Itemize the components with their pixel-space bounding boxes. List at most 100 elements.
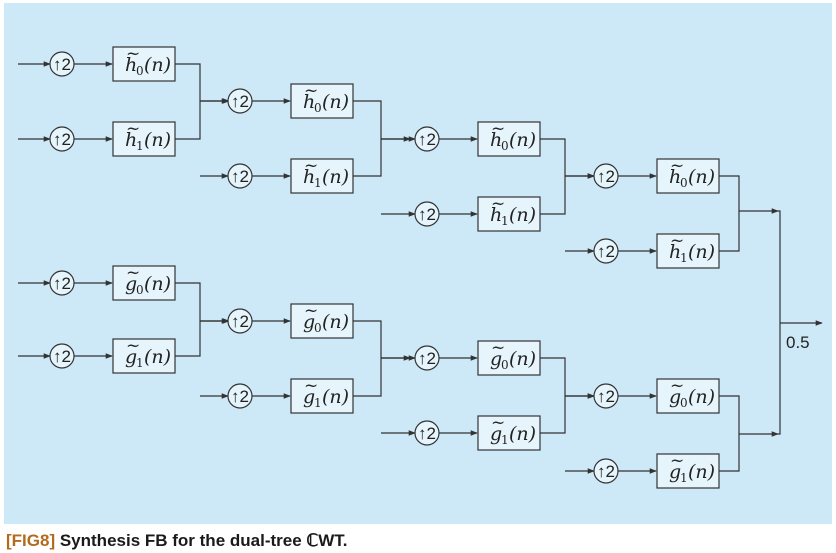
filter-subscript: 1 — [136, 356, 144, 370]
upsampler: ↑2 — [414, 126, 440, 152]
filter-argument: (n) — [322, 311, 349, 333]
filter-block-g1: g~1(n) — [290, 376, 354, 414]
upsampler: ↑2 — [49, 270, 75, 296]
upsampler-label: ↑2 — [231, 387, 249, 406]
filter-box — [477, 340, 541, 376]
upsampler-label: ↑2 — [418, 130, 436, 149]
upsampler-circle — [593, 238, 619, 264]
filter-symbol: g — [669, 386, 681, 408]
filter-block-g1: g~1(n) — [477, 413, 541, 451]
filter-argument: (n) — [322, 386, 349, 408]
output-gain: 0.5 — [786, 333, 810, 352]
upsampler-circle — [227, 383, 253, 409]
tilde-mark: ~ — [491, 338, 505, 358]
tilde-mark: ~ — [670, 451, 684, 471]
filter-box — [477, 196, 541, 232]
tilde-mark: ~ — [491, 119, 505, 139]
caption-text: Synthesis FB for the dual-tree ℂWT. — [59, 531, 348, 550]
upsampler-circle — [414, 126, 440, 152]
upsampler-label: ↑2 — [231, 167, 249, 186]
upsampler-circle — [593, 458, 619, 484]
filter-argument: (n) — [509, 348, 536, 370]
filter-argument: (n) — [322, 166, 349, 188]
tilde-mark: ~ — [670, 156, 684, 176]
upsampler: ↑2 — [593, 458, 619, 484]
upsampler-circle — [227, 88, 253, 114]
upsampler: ↑2 — [227, 163, 253, 189]
filter-argument: (n) — [322, 91, 349, 113]
upsampler: ↑2 — [593, 238, 619, 264]
filter-symbol: h — [490, 129, 502, 151]
filter-box — [112, 265, 176, 301]
filter-block-h1: h~1(n) — [656, 231, 720, 269]
filter-argument: (n) — [509, 423, 536, 445]
upsampler-label: ↑2 — [231, 92, 249, 111]
upsampler-circle — [414, 201, 440, 227]
upsampler-circle — [414, 420, 440, 446]
filter-subscript: 0 — [136, 64, 144, 78]
filter-argument: (n) — [688, 461, 715, 483]
filter-symbol: h — [490, 204, 502, 226]
filter-box — [477, 121, 541, 157]
upsampler-label: ↑2 — [418, 349, 436, 368]
tilde-mark: ~ — [126, 119, 140, 139]
filter-symbol: h — [303, 91, 315, 113]
filter-symbol: h — [303, 166, 315, 188]
filter-box — [477, 415, 541, 451]
filter-symbol: g — [490, 423, 502, 445]
filter-argument: (n) — [688, 386, 715, 408]
upsampler-circle — [593, 163, 619, 189]
upsampler-circle — [227, 163, 253, 189]
filter-block-g0: g~0(n) — [290, 301, 354, 339]
upsampler-label: ↑2 — [53, 55, 71, 74]
upsampler-label: ↑2 — [597, 242, 615, 261]
upsampler-label: ↑2 — [53, 130, 71, 149]
filter-symbol: g — [125, 346, 137, 368]
upsampler-label: ↑2 — [418, 205, 436, 224]
upsampler-label: ↑2 — [53, 347, 71, 366]
filter-box — [112, 46, 176, 82]
signal-line — [175, 282, 201, 357]
upsampler: ↑2 — [49, 126, 75, 152]
tilde-mark: ~ — [491, 194, 505, 214]
filter-box — [290, 83, 354, 119]
upsampler: ↑2 — [593, 163, 619, 189]
tilde-mark: ~ — [304, 301, 318, 321]
upsampler: ↑2 — [414, 201, 440, 227]
filter-symbol: g — [303, 311, 315, 333]
tilde-mark: ~ — [304, 376, 318, 396]
upsampler-label: ↑2 — [597, 387, 615, 406]
filter-argument: (n) — [144, 346, 171, 368]
upsampler-circle — [227, 308, 253, 334]
upsampler: ↑2 — [49, 51, 75, 77]
filter-block-h0: h~0(n) — [112, 44, 176, 82]
filter-symbol: h — [125, 54, 137, 76]
filter-block-g1: g~1(n) — [656, 451, 720, 489]
filter-subscript: 0 — [136, 283, 144, 297]
tilde-mark: ~ — [670, 376, 684, 396]
filter-block-h0: h~0(n) — [477, 119, 541, 157]
filter-subscript: 0 — [314, 101, 322, 115]
signal-line — [353, 100, 382, 177]
upsampler-circle — [414, 345, 440, 371]
upsampler-label: ↑2 — [231, 312, 249, 331]
figure-caption: [FIG8] Synthesis FB for the dual-tree ℂW… — [6, 531, 348, 551]
upsampler-label: ↑2 — [597, 167, 615, 186]
filter-argument: (n) — [688, 241, 715, 263]
signal-line — [353, 320, 382, 397]
filter-box — [290, 303, 354, 339]
filter-subscript: 1 — [314, 176, 322, 190]
filter-block-h1: h~1(n) — [112, 119, 176, 157]
tilde-mark: ~ — [126, 263, 140, 283]
filter-subscript: 0 — [680, 396, 688, 410]
tilde-mark: ~ — [126, 44, 140, 64]
figure-tag: [FIG8] — [6, 531, 56, 550]
upsampler: ↑2 — [414, 420, 440, 446]
upsampler: ↑2 — [49, 343, 75, 369]
filter-subscript: 0 — [680, 176, 688, 190]
upsampler: ↑2 — [227, 383, 253, 409]
filter-block-g0: g~0(n) — [112, 263, 176, 301]
signal-line — [715, 175, 740, 252]
filter-symbol: g — [490, 348, 502, 370]
